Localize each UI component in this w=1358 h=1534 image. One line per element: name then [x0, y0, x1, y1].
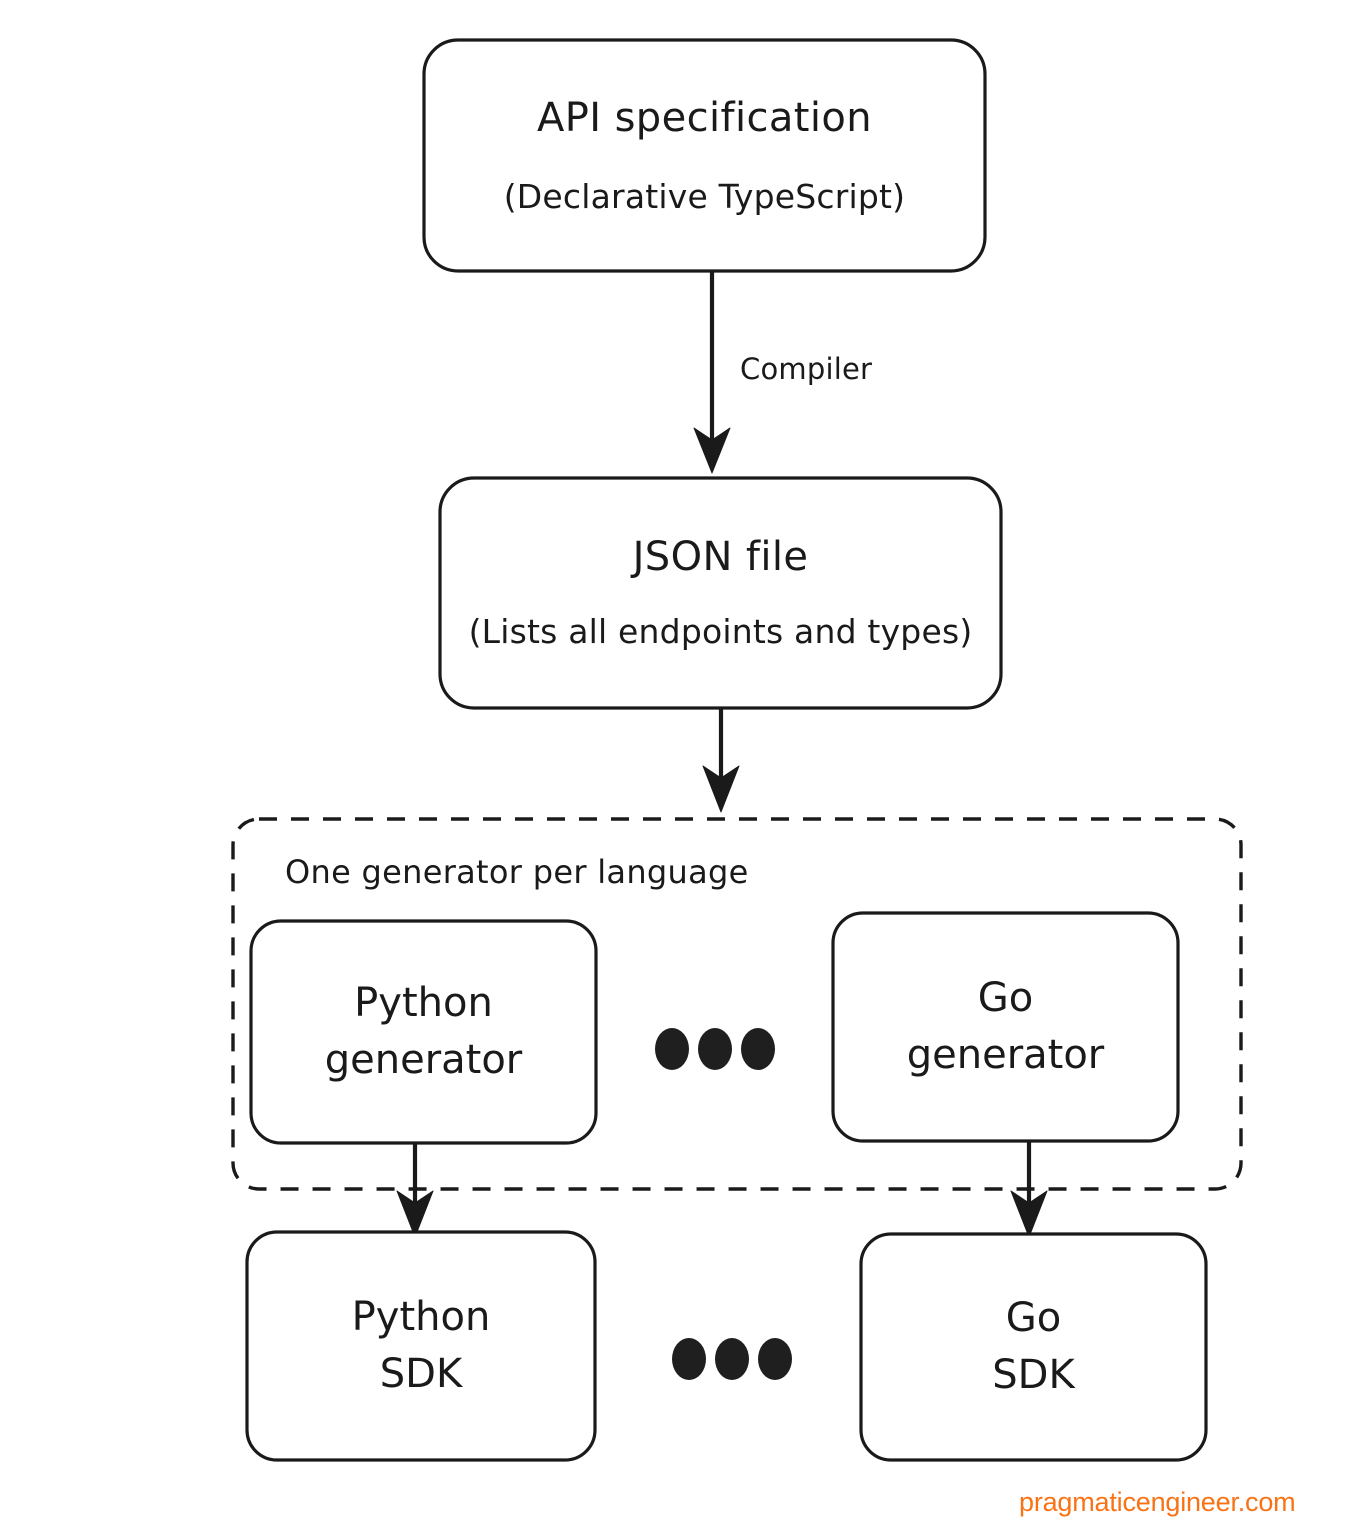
node-python-sdk-box: [245, 1230, 597, 1462]
node-go-sdk-box: [859, 1232, 1208, 1462]
node-api-spec-box: [422, 38, 987, 273]
node-json-file-title: JSON file: [632, 534, 809, 581]
node-go-generator: Go generator: [833, 913, 1178, 1141]
node-python-sdk: Python SDK: [247, 1232, 595, 1460]
group-generators-label: One generator per language: [285, 853, 749, 891]
node-go-sdk-line2: SDK: [992, 1352, 1075, 1398]
node-api-spec-title: API specification: [536, 94, 873, 141]
node-go-generator-box: [831, 911, 1180, 1143]
node-api-spec-subtitle: (Declarative TypeScript): [503, 176, 906, 216]
sdk-ellipsis-dot-1: [672, 1338, 706, 1380]
edge-label-compiler: Compiler: [740, 352, 873, 386]
node-json-file-subtitle: (Lists all endpoints and types): [468, 612, 973, 652]
group-generators-border: [231, 817, 1243, 1191]
node-json-file: JSON file (Lists all endpoints and types…: [440, 478, 1001, 708]
node-go-generator-line2: generator: [906, 1032, 1105, 1078]
node-python-generator-line2: generator: [324, 1037, 523, 1083]
node-go-generator-line1: Go: [977, 975, 1034, 1022]
generator-ellipsis-dot-3: [741, 1028, 775, 1070]
node-go-sdk: Go SDK: [861, 1234, 1206, 1460]
sdk-ellipsis-dot-3: [758, 1338, 792, 1380]
node-python-sdk-line2: SDK: [379, 1351, 463, 1397]
edge-python-generator-to-sdk-arrowhead: [396, 1190, 434, 1238]
node-api-spec: API specification (Declarative TypeScrip…: [424, 40, 985, 271]
edge-go-generator-to-sdk-arrowhead: [1010, 1190, 1048, 1238]
node-python-generator: Python generator: [251, 921, 596, 1143]
generator-ellipsis-dot-1: [655, 1028, 689, 1070]
node-go-sdk-line1: Go: [1005, 1295, 1062, 1342]
node-python-sdk-line1: Python: [351, 1294, 491, 1341]
edge-json-to-generators-arrowhead: [702, 765, 740, 813]
edge-api-spec-to-json-arrowhead: [693, 427, 731, 474]
generator-ellipsis-dot-2: [698, 1028, 732, 1070]
node-python-generator-line1: Python: [354, 980, 493, 1027]
sdk-ellipsis-dot-2: [715, 1338, 749, 1380]
watermark-pragmaticengineer: pragmaticengineer.com: [1019, 1487, 1296, 1517]
node-python-generator-box: [249, 919, 598, 1145]
